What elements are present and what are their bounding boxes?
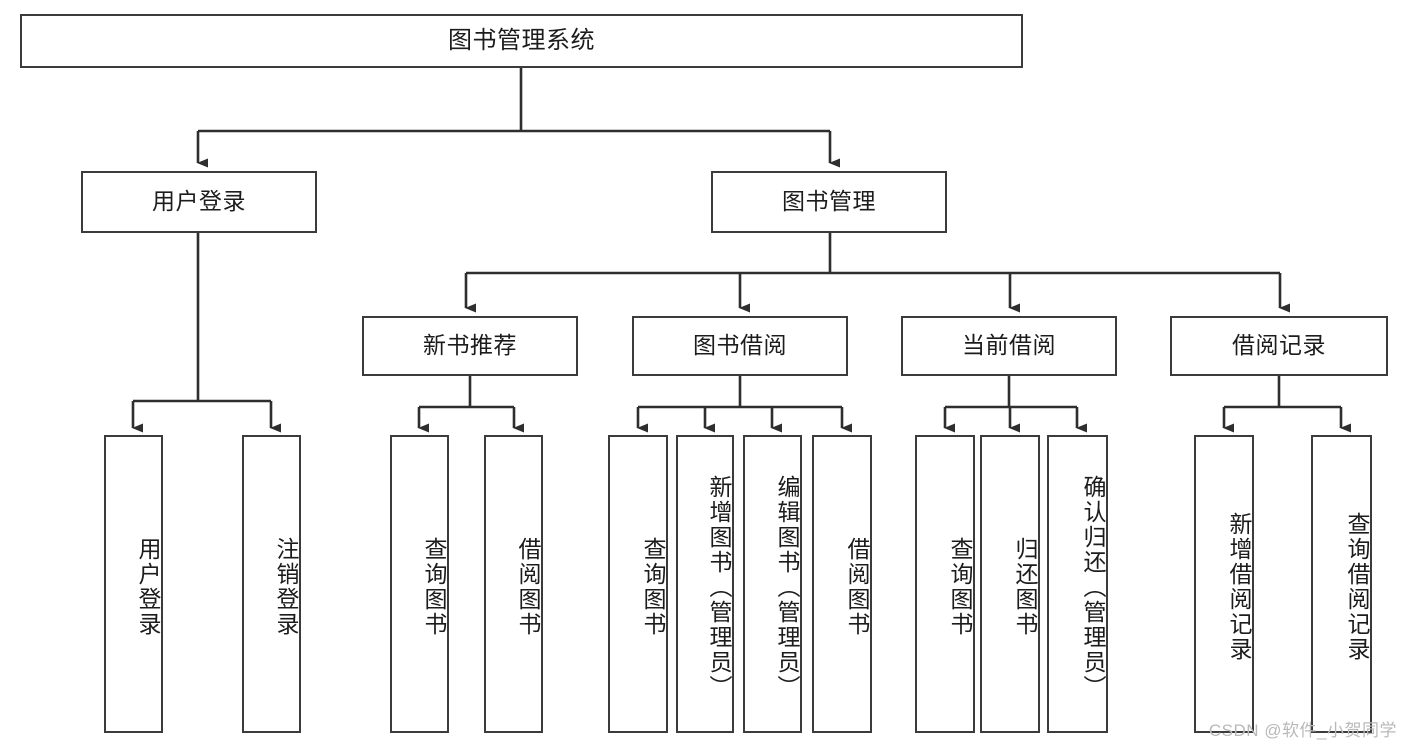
node-book-management[interactable]: 图书管理 [711,171,947,233]
node-user-login[interactable]: 用户登录 [81,171,317,233]
node-leaf-add-record[interactable]: 新增借阅记录 [1194,435,1254,733]
node-book-borrow[interactable]: 图书借阅 [632,316,848,376]
node-current-borrow[interactable]: 当前借阅 [901,316,1117,376]
node-leaf-borrow-book-1[interactable]: 借阅图书 [484,435,543,733]
node-leaf-confirm-return[interactable]: 确认归还（管理员） [1047,435,1108,733]
node-new-book-recommend[interactable]: 新书推荐 [362,316,578,376]
node-leaf-logout-login[interactable]: 注销登录 [242,435,301,733]
node-leaf-edit-book[interactable]: 编辑图书（管理员） [743,435,802,733]
node-leaf-add-book[interactable]: 新增图书（管理员） [676,435,734,733]
node-leaf-query-book-3[interactable]: 查询图书 [915,435,975,733]
csdn-watermark: CSDN @软件_小贺同学 [1208,721,1397,740]
node-leaf-query-book-1[interactable]: 查询图书 [390,435,449,733]
node-leaf-borrow-book-2[interactable]: 借阅图书 [812,435,872,733]
node-leaf-return-book[interactable]: 归还图书 [980,435,1040,733]
node-leaf-user-login[interactable]: 用户登录 [104,435,163,733]
node-leaf-query-book-2[interactable]: 查询图书 [608,435,668,733]
node-root[interactable]: 图书管理系统 [20,14,1023,68]
node-leaf-query-record[interactable]: 查询借阅记录 [1311,435,1372,733]
node-borrow-record[interactable]: 借阅记录 [1170,316,1388,376]
